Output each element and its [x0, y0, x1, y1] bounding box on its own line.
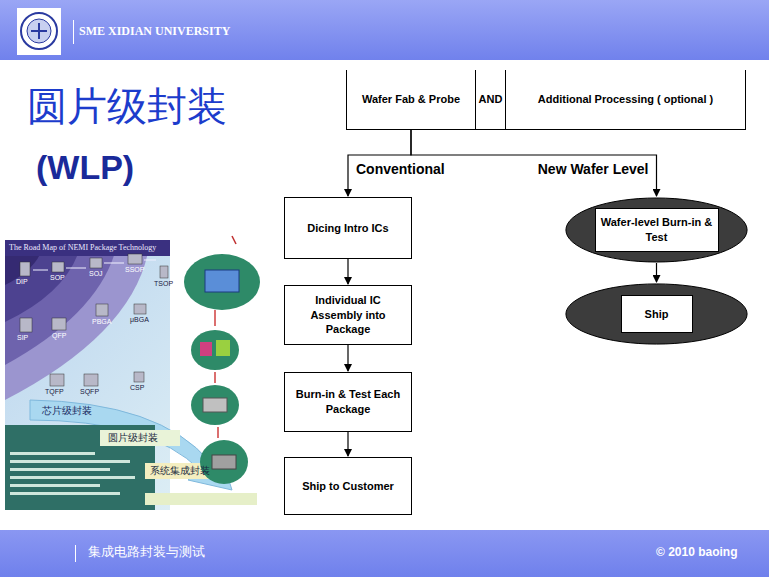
stage-circle — [191, 385, 239, 425]
footer-bar — [0, 530, 769, 577]
level-tag: 系统集成封装 — [150, 465, 210, 477]
connector — [411, 130, 657, 196]
node-text: Burn-in & Test Each Package — [289, 387, 407, 417]
chip-icon — [203, 398, 227, 412]
roadmap-illustration — [5, 236, 260, 510]
ellipse-shape — [566, 284, 747, 344]
tag-strip — [100, 430, 180, 446]
package-name: DIP — [16, 278, 28, 286]
table-cell: AND — [476, 70, 506, 130]
package-name: μBGA — [130, 316, 149, 324]
node-text: AND — [476, 92, 506, 107]
package-name: SOJ — [89, 270, 103, 278]
map-title: The Road Map of NEMI Package Technology — [9, 243, 156, 252]
ellipse-shape — [566, 198, 747, 262]
footer-divider — [75, 545, 76, 562]
package-name: SSOP — [125, 266, 144, 274]
stage-circle — [191, 330, 239, 370]
node-text: Dicing Intro ICs — [307, 221, 388, 236]
connector — [347, 345, 348, 371]
stage-text: Wafer-level Burn-in & Test — [595, 208, 719, 252]
process-box: Dicing Intro ICs — [284, 197, 412, 259]
title-strip — [5, 240, 170, 256]
panel-text-lines — [10, 452, 135, 495]
subtitle: (WLP) — [36, 148, 134, 187]
branch-label: New Wafer Level — [536, 161, 651, 178]
chip-icon — [216, 340, 230, 356]
stroke-mark — [232, 236, 236, 244]
logo-ground — [17, 8, 61, 55]
slide-title: 圆片级封装 — [27, 84, 227, 128]
connector — [347, 259, 348, 284]
package-name: CSP — [130, 384, 144, 392]
chip-icon — [205, 270, 239, 292]
band — [5, 240, 118, 365]
stage-circle — [200, 440, 248, 484]
footer-credit: © 2010 baoing — [656, 546, 738, 560]
node-text: Individual IC Assembly into Package — [289, 293, 407, 338]
package-name: TQFP — [45, 388, 64, 396]
process-box: Burn-in & Test Each Package — [284, 372, 412, 432]
process-box: Individual IC Assembly into Package — [284, 285, 412, 345]
package-name: SOP — [50, 274, 65, 282]
chip-icon — [200, 342, 212, 356]
header-text: SME XIDIAN UNIVERSITY — [79, 25, 230, 39]
table-cell: Additional Processing ( optional ) — [506, 70, 746, 130]
level-tag: 芯片级封装 — [42, 405, 92, 417]
ellipse-stage: Wafer-level Burn-in & Test — [565, 197, 748, 263]
package-name: SQFP — [80, 388, 99, 396]
ellipse-stage: Ship — [565, 283, 748, 345]
package-icons — [20, 254, 168, 386]
logo-mark — [31, 23, 47, 39]
header-divider — [73, 20, 74, 44]
band — [5, 240, 150, 400]
tag-strip — [145, 493, 257, 505]
package-name: TSOP — [154, 280, 173, 288]
stage-text: Ship — [621, 295, 693, 333]
stage-link — [215, 310, 218, 438]
process-box: Ship to Customer — [284, 457, 412, 515]
node-text: Ship to Customer — [302, 479, 394, 494]
chip-icon — [212, 455, 236, 469]
table-cell: Wafer Fab & Probe — [346, 70, 476, 130]
package-name: SIP — [17, 334, 28, 342]
connector — [656, 263, 657, 282]
stage-circle — [184, 254, 260, 310]
package-name: PBGA — [92, 318, 111, 326]
package-name: QFP — [52, 332, 66, 340]
header-rule — [0, 60, 769, 63]
logo-core — [27, 19, 51, 43]
node-text: Wafer Fab & Probe — [359, 92, 463, 107]
footer-text: 集成电路封装与测试 — [88, 545, 205, 560]
branch-label: Conventional — [354, 161, 447, 178]
logo-ring — [21, 13, 57, 49]
header-bar — [0, 0, 769, 62]
level-tag: 圆片级封装 — [108, 432, 158, 444]
connector — [347, 432, 348, 456]
node-text: Additional Processing ( optional ) — [535, 92, 716, 107]
illustration-ground — [5, 240, 260, 510]
